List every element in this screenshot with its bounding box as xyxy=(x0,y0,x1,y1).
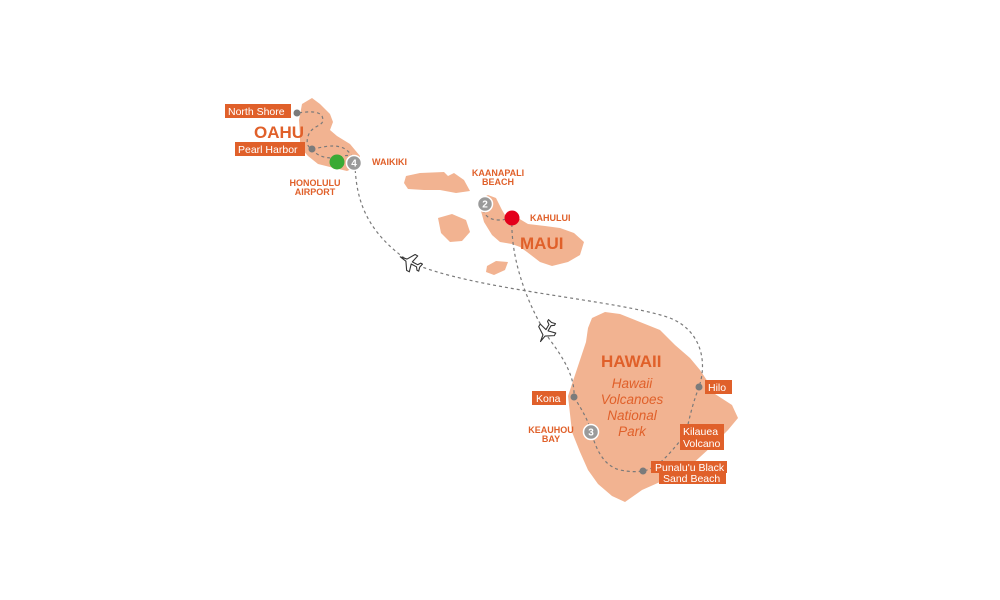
kaanapali-beach-label-2: BEACH xyxy=(482,177,514,187)
kilauea-tag-line-1: Kilauea xyxy=(683,426,718,438)
punaluu-tag-line-2: Sand Beach xyxy=(663,473,720,485)
maui-label: MAUI xyxy=(520,234,563,253)
kaanapali-beach-label-1: KAANAPALI xyxy=(472,168,524,178)
oahu-island xyxy=(299,98,360,171)
hawaii-label: HAWAII xyxy=(601,352,661,371)
hilo-tag-text: Hilo xyxy=(708,382,726,394)
lanai-island xyxy=(438,214,470,242)
pearl-harbor-tag: Pearl Harbor xyxy=(235,142,305,156)
pearl-harbor-tag-text: Pearl Harbor xyxy=(238,144,298,156)
airplane-icon xyxy=(538,319,557,343)
start-marker xyxy=(329,154,345,170)
kona-dot xyxy=(570,393,578,401)
hawaii-island xyxy=(568,312,738,502)
molokai-island xyxy=(404,172,470,193)
north-shore-dot xyxy=(293,109,301,117)
hilo-dot xyxy=(695,383,703,391)
pearl-harbor-dot xyxy=(308,145,316,153)
north-shore-tag-text: North Shore xyxy=(228,106,285,118)
stop-number-3: 3 xyxy=(582,423,600,441)
waikiki-label: WAIKIKI xyxy=(372,157,407,167)
north-shore-tag: North Shore xyxy=(225,104,291,118)
stop-number-2: 2 xyxy=(476,195,494,213)
park-line-2: Volcanoes xyxy=(601,392,664,407)
stop-number-3-text: 3 xyxy=(588,428,594,439)
stop-number-2-text: 2 xyxy=(482,200,488,211)
hilo-tag: Hilo xyxy=(705,380,732,394)
keauhou-bay-label-2: BAY xyxy=(542,434,560,444)
kona-tag: Kona xyxy=(532,391,566,405)
honolulu-airport-label-1: HONOLULU xyxy=(290,178,341,188)
volcanoes-park-label: Hawaii Volcanoes National Park xyxy=(601,376,664,439)
park-line-1: Hawaii xyxy=(612,376,654,391)
kahoolawe-island xyxy=(486,261,508,275)
punaluu-tag-line-1: Punalu'u Black xyxy=(655,462,725,474)
honolulu-airport-label-2: AIRPORT xyxy=(295,187,336,197)
punaluu-dot xyxy=(639,467,647,475)
airplane-icon xyxy=(399,253,424,273)
end-marker xyxy=(504,210,520,226)
kona-tag-text: Kona xyxy=(536,393,561,405)
kilauea-tag-line-2: Volcano xyxy=(683,438,721,450)
oahu-to-hilo-flight xyxy=(354,163,703,388)
punaluu-beach-tag: Punalu'u Black Sand Beach xyxy=(651,461,727,485)
oahu-label: OAHU xyxy=(254,123,304,142)
park-line-4: Park xyxy=(618,424,647,439)
kilauea-volcano-tag: Kilauea Volcano xyxy=(680,424,724,450)
kahului-label: KAHULUI xyxy=(530,213,571,223)
park-line-3: National xyxy=(607,408,658,423)
keauhou-bay-label-1: KEAUHOU xyxy=(528,425,574,435)
stop-number-4: 4 xyxy=(345,154,363,172)
maui-island xyxy=(478,195,584,266)
stop-number-4-text: 4 xyxy=(351,159,357,170)
